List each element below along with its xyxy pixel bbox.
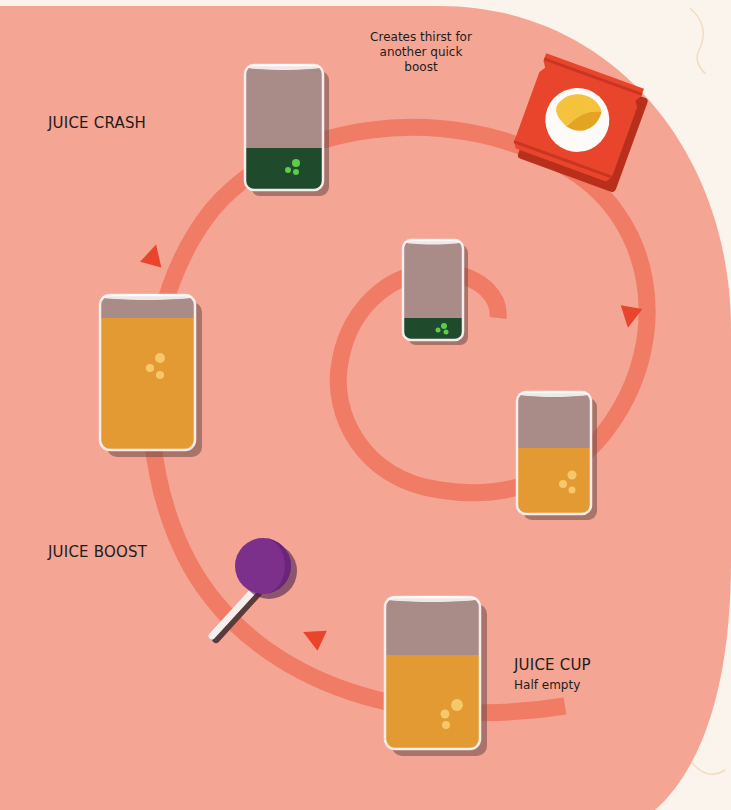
glass — [403, 240, 468, 346]
chips-bag — [509, 53, 651, 193]
glass — [517, 391, 597, 520]
glass — [385, 596, 487, 756]
arrowheads — [140, 242, 642, 651]
stage-heading: JUICE CUP — [514, 656, 591, 675]
glass — [245, 64, 329, 196]
panel — [0, 6, 731, 810]
note-text: Creates thirst for another quick boost — [362, 30, 480, 75]
stage-subtext: Half empty — [514, 678, 580, 693]
stage-heading: JUICE BOOST — [48, 543, 147, 562]
glass — [100, 294, 202, 457]
lollipop — [212, 538, 297, 639]
stage-heading: JUICE CRASH — [48, 114, 146, 133]
